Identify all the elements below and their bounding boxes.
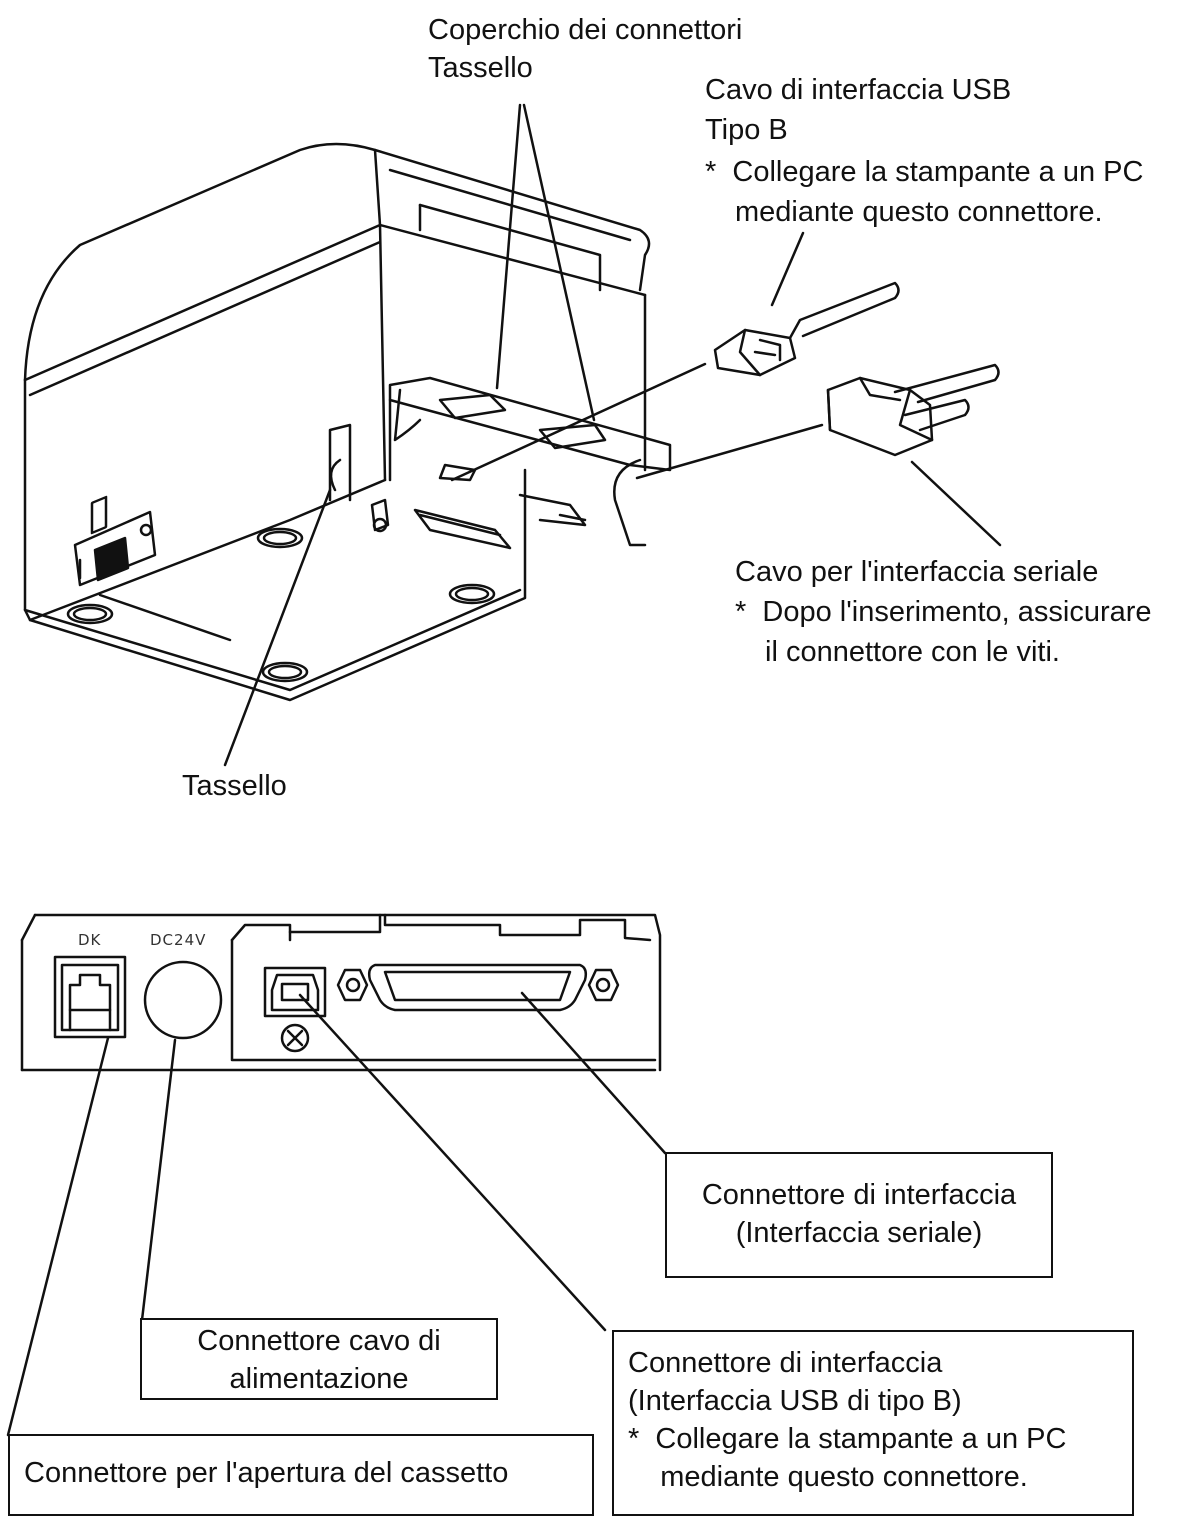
callout-serial-connector: Connettore di interfaccia (Interfaccia s… bbox=[665, 1152, 1053, 1278]
label-usb-cable: Cavo di interfaccia USB bbox=[705, 74, 1012, 106]
callout-power-line-2: alimentazione bbox=[229, 1363, 409, 1395]
label-usb-type: Tipo B bbox=[705, 114, 788, 146]
callout-drawer-connector: Connettore per l'apertura del cassetto bbox=[8, 1434, 594, 1516]
callout-serial-line-2: (Interfaccia seriale) bbox=[735, 1217, 983, 1249]
dc24v-label: DC24V bbox=[150, 931, 206, 949]
label-tassello-top: Tassello bbox=[428, 52, 533, 84]
callout-usb-line-4: mediante questo connettore. bbox=[628, 1461, 1028, 1493]
dk-label: DK bbox=[78, 931, 102, 949]
rear-panel bbox=[20, 913, 662, 1072]
label-serial-cable: Cavo per l'interfaccia seriale bbox=[735, 556, 1099, 588]
leader-lines-bottom bbox=[6, 991, 667, 1437]
callout-drawer-line-1: Connettore per l'apertura del cassetto bbox=[24, 1457, 509, 1489]
label-serial-note-1: * Dopo l'inserimento, assicurare bbox=[735, 596, 1152, 628]
callout-power-connector: Connettore cavo di alimentazione bbox=[140, 1318, 498, 1400]
connector-cover bbox=[370, 376, 672, 550]
leader-lines-top bbox=[223, 103, 1002, 767]
label-usb-note-2: mediante questo connettore. bbox=[735, 196, 1103, 228]
label-tassello-bottom: Tassello bbox=[182, 770, 287, 802]
callout-power-line-1: Connettore cavo di bbox=[197, 1325, 441, 1357]
callout-usb-line-3: * Collegare la stampante a un PC bbox=[628, 1423, 1067, 1455]
callout-usb-line-1: Connettore di interfaccia bbox=[628, 1347, 943, 1379]
label-serial-note-2: il connettore con le viti. bbox=[765, 636, 1060, 668]
callout-serial-line-1: Connettore di interfaccia bbox=[701, 1179, 1017, 1211]
callout-usb-connector: Connettore di interfaccia (Interfaccia U… bbox=[612, 1330, 1134, 1516]
serial-cable bbox=[826, 363, 1000, 457]
callout-usb-line-2: (Interfaccia USB di tipo B) bbox=[628, 1385, 962, 1417]
label-usb-note-1: * Collegare la stampante a un PC bbox=[705, 156, 1144, 188]
printer-body bbox=[23, 142, 651, 702]
usb-cable bbox=[713, 281, 900, 377]
label-coperchio: Coperchio dei connettori bbox=[428, 14, 743, 46]
